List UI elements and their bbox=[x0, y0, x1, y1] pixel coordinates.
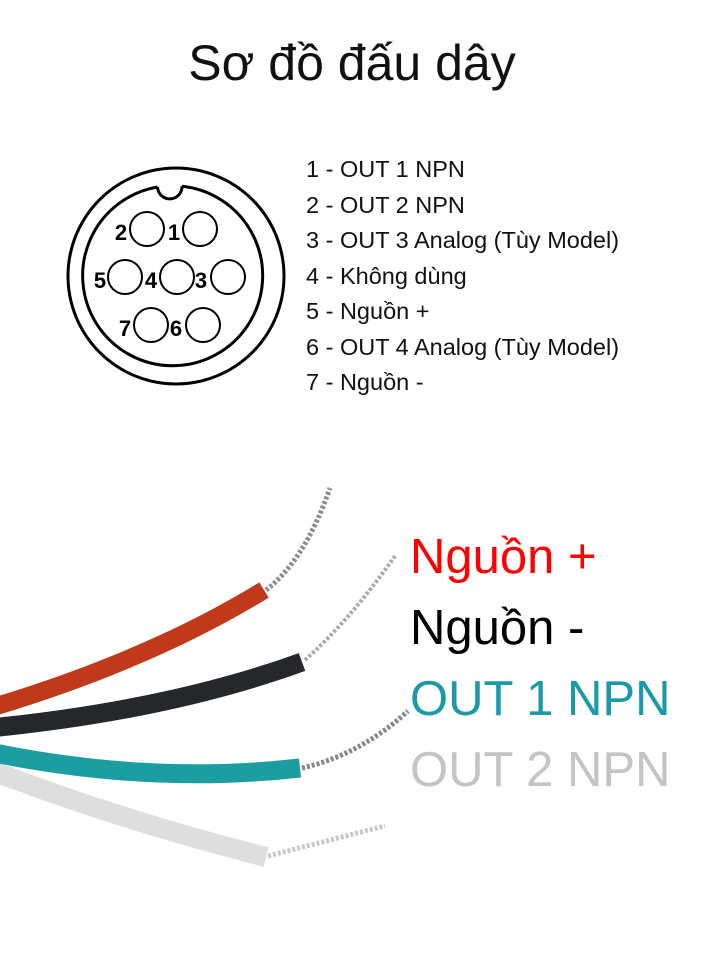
wire-black bbox=[0, 653, 306, 737]
pin-1-socket bbox=[182, 211, 218, 247]
pin-7-socket bbox=[133, 307, 169, 343]
wire-red-strands bbox=[264, 487, 333, 592]
pin-description-6: 6 - OUT 4 Analog (Tùy Model) bbox=[306, 333, 620, 360]
pin-3-label: 3 bbox=[195, 268, 207, 293]
pin-7-label: 7 bbox=[119, 316, 131, 341]
pin-description-list: 1 - OUT 1 NPN 2 - OUT 2 NPN 3 - OUT 3 An… bbox=[306, 152, 619, 401]
pin-description-4: 4 - Không dùng bbox=[306, 262, 467, 289]
wire-grey bbox=[0, 763, 269, 867]
connector-inner-ring-with-key bbox=[81, 184, 265, 368]
legend-power-negative: Nguồn - bbox=[410, 601, 585, 655]
pin-3-socket bbox=[210, 259, 246, 295]
pin-description-7: 7 - Nguồn - bbox=[306, 369, 424, 395]
wire-photo bbox=[0, 487, 410, 867]
pin-6-label: 6 bbox=[170, 316, 182, 341]
pin-2-socket bbox=[129, 211, 165, 247]
legend-power-positive: Nguồn + bbox=[410, 530, 597, 584]
pin-description-1: 1 - OUT 1 NPN bbox=[306, 156, 465, 182]
connector-key-notch bbox=[156, 186, 184, 201]
pin-description-3: 3 - OUT 3 Analog (Tùy Model) bbox=[306, 227, 620, 253]
page-title: Sơ đồ đấu dây bbox=[188, 35, 516, 91]
pin-5-label: 5 bbox=[94, 268, 106, 293]
pin-2-label: 2 bbox=[115, 220, 127, 245]
pin-description-2: 2 - OUT 2 NPN bbox=[306, 191, 465, 218]
connector-pinout-diagram: 1 2 3 4 5 6 7 bbox=[66, 166, 286, 386]
pin-4-socket bbox=[159, 259, 195, 295]
connector-outer-ring bbox=[66, 166, 286, 386]
wire-color-legend: Nguồn + Nguồn - OUT 1 NPN OUT 2 NPN bbox=[410, 522, 670, 806]
wire-grey-strands bbox=[267, 823, 386, 859]
legend-out2-npn: OUT 2 NPN bbox=[410, 743, 671, 797]
wire-teal bbox=[0, 744, 302, 784]
pin-5-socket bbox=[107, 259, 143, 295]
wire-red bbox=[0, 582, 269, 715]
pin-description-5: 5 - Nguồn + bbox=[306, 298, 430, 324]
legend-out1-npn: OUT 1 NPN bbox=[410, 672, 671, 726]
pin-6-socket bbox=[185, 307, 221, 343]
wire-teal-strands bbox=[301, 709, 410, 771]
wire-black-strands bbox=[303, 554, 397, 662]
pin-4-label: 4 bbox=[145, 268, 158, 293]
pin-1-label: 1 bbox=[168, 220, 180, 245]
